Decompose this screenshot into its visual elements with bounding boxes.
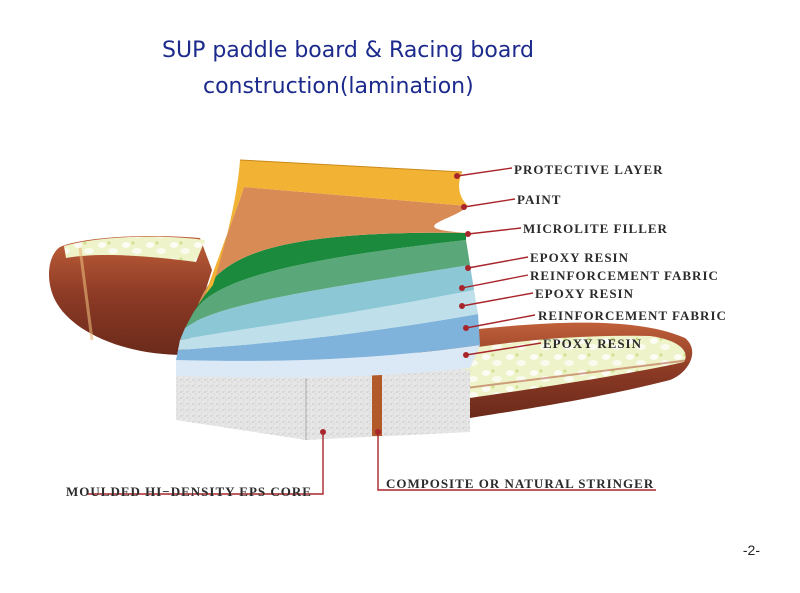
layer-fabric-1 (180, 265, 474, 340)
label-protective-layer: PROTECTIVE LAYER (514, 162, 664, 177)
label-reinforcement-fabric-1: REINFORCEMENT FABRIC (530, 268, 719, 283)
label-epoxy-resin-1: EPOXY RESIN (530, 250, 630, 265)
label-epoxy-resin-3: EPOXY RESIN (543, 336, 643, 351)
label-eps-core: MOULDED HI−DENSITY EPS CORE (66, 484, 312, 499)
layer-epoxy-2 (178, 290, 478, 350)
label-epoxy-resin-2: EPOXY RESIN (535, 286, 635, 301)
board-left (48, 236, 212, 355)
label-paint: PAINT (517, 192, 562, 207)
layer-paint (198, 187, 468, 305)
title-line-1: SUP paddle board & Racing board (162, 38, 534, 63)
layer-epoxy-1 (185, 240, 470, 328)
layer-filler (192, 232, 466, 315)
label-stringer: COMPOSITE OR NATURAL STRINGER (386, 476, 655, 491)
layer-fabric-2 (176, 314, 480, 361)
layer-epoxy-3 (176, 345, 480, 378)
layer-protective (205, 160, 468, 295)
lamination-layers (176, 159, 480, 378)
label-reinforcement-fabric-2: REINFORCEMENT FABRIC (538, 308, 727, 323)
title-line-2: construction(lamination) (203, 74, 474, 99)
page-number: -2- (742, 542, 760, 558)
label-microlite-filler: MICROLITE FILLER (523, 221, 668, 236)
leader-lines (88, 167, 656, 495)
leader-dots (320, 173, 471, 435)
